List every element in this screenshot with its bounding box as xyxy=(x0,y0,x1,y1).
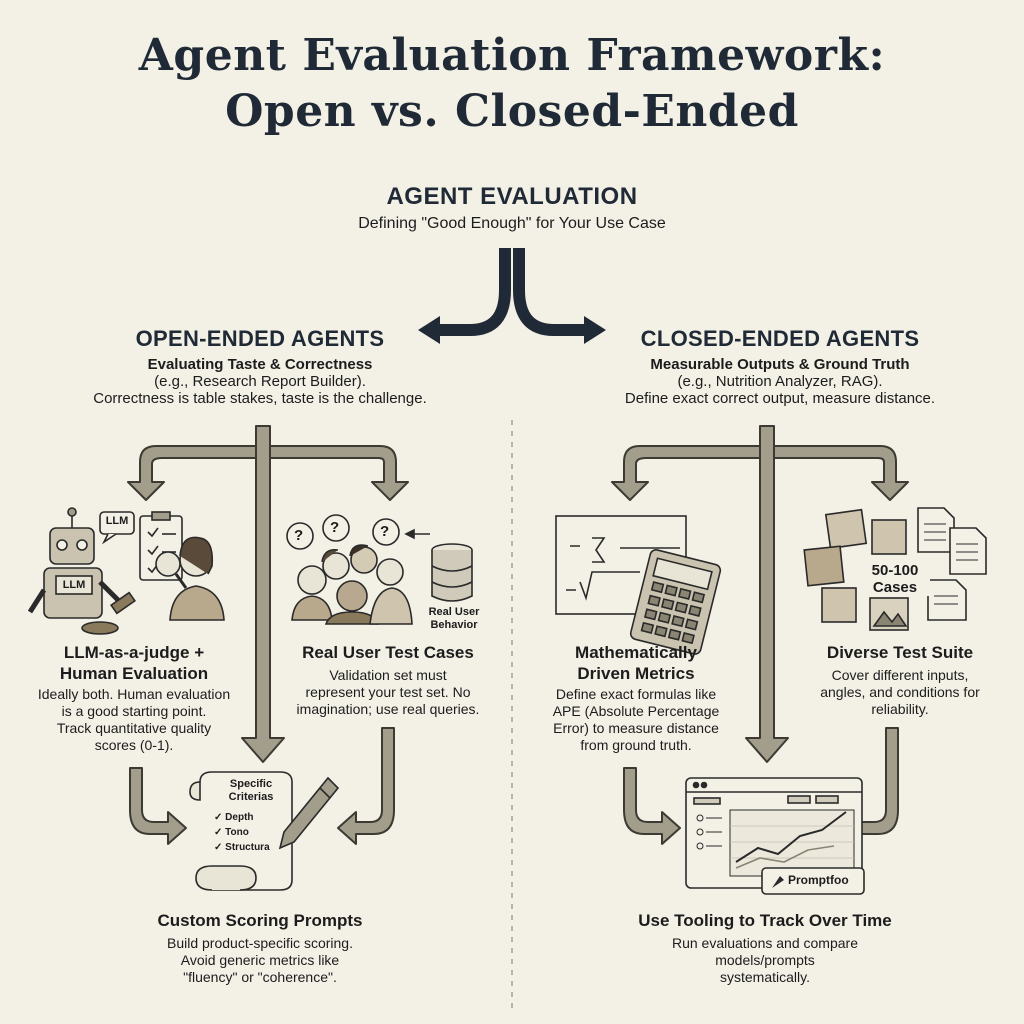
root-subtitle: Defining "Good Enough" for Your Use Case xyxy=(358,215,666,232)
scoring-title: Custom Scoring Prompts xyxy=(157,911,363,930)
llm-judge-title-1: LLM-as-a-judge + xyxy=(63,643,205,662)
math-desc-4: from ground truth. xyxy=(580,737,692,753)
llm-bubble-label: LLM xyxy=(105,515,129,527)
checkmark-icon: ✓ xyxy=(214,842,226,853)
scoring-node: Custom Scoring Prompts Build product-spe… xyxy=(120,910,400,986)
tooling-node: Use Tooling to Track Over Time Run evalu… xyxy=(600,910,930,986)
open-branch-title: OPEN-ENDED AGENTS xyxy=(135,326,385,351)
scoring-desc-1: Build product-specific scoring. xyxy=(167,935,353,951)
math-desc-3: Error) to measure distance xyxy=(553,720,719,736)
database-label-line-1: Real User xyxy=(428,606,480,618)
scroll-heading: Specific Criterias xyxy=(214,778,288,804)
open-branch-header: OPEN-ENDED AGENTS Evaluating Taste & Cor… xyxy=(40,326,480,407)
database-label-line-2: Behavior xyxy=(430,619,478,631)
checkmark-icon: ✓ xyxy=(214,812,226,823)
tooling-desc-1: Run evaluations and compare xyxy=(671,935,858,951)
criteria-scroll-illustration xyxy=(189,771,340,891)
root-split-arrow xyxy=(418,248,606,344)
case-count-label: 50-100 Cases xyxy=(860,562,930,596)
closed-branch-example: (e.g., Nutrition Analyzer, RAG). xyxy=(677,373,883,390)
llm-judge-desc-3: Track quantitative quality xyxy=(56,720,212,736)
checkmark-icon: ✓ xyxy=(214,827,226,838)
math-desc-2: APE (Absolute Percentage xyxy=(552,703,720,719)
root-node: AGENT EVALUATION Defining "Good Enough" … xyxy=(212,183,812,233)
dashboard-window-illustration xyxy=(685,777,863,889)
tooling-desc-3: systematically. xyxy=(720,969,810,985)
math-metrics-node: Mathematically Driven Metrics Define exa… xyxy=(526,642,746,754)
llm-judge-desc-4: scores (0-1). xyxy=(94,737,174,753)
real-user-desc-2: represent your test set. No xyxy=(305,684,471,700)
real-user-title: Real User Test Cases xyxy=(302,643,474,662)
closed-branch-note: Define exact correct output, measure dis… xyxy=(624,390,936,407)
database-label: Real User Behavior xyxy=(422,606,486,632)
question-mark-icon: ? xyxy=(330,519,340,536)
suite-desc-1: Cover different inputs, xyxy=(831,667,969,683)
math-desc-1: Define exact formulas like xyxy=(555,686,717,702)
real-user-node: Real User Test Cases Validation set must… xyxy=(278,642,498,718)
calculator-illustration xyxy=(629,549,722,655)
open-branch-subtitle: Evaluating Taste & Correctness xyxy=(147,356,373,373)
real-user-desc-3: imagination; use real queries. xyxy=(296,701,480,717)
llm-judge-title-2: Human Evaluation xyxy=(59,664,209,683)
llm-judge-node: LLM-as-a-judge + Human Evaluation Ideall… xyxy=(14,642,254,754)
llm-speech-bubble xyxy=(99,511,135,545)
case-count-unit: Cases xyxy=(872,579,918,596)
checklist-item: ✓ Depth xyxy=(214,812,254,823)
math-title-1: Mathematically xyxy=(575,643,697,662)
tooling-desc-2: models/prompts xyxy=(715,952,815,968)
user-crowd-illustration xyxy=(286,514,473,625)
scoring-desc-2: Avoid generic metrics like xyxy=(180,952,340,968)
case-count-number: 50-100 xyxy=(871,562,919,579)
title-line-2: Open vs. Closed-Ended xyxy=(225,86,799,137)
question-mark-icon: ? xyxy=(294,527,304,544)
math-title-2: Driven Metrics xyxy=(577,664,695,683)
robot-judge-illustration xyxy=(27,507,225,635)
suite-desc-3: reliability. xyxy=(871,701,929,717)
closed-branch-arrows xyxy=(611,425,909,845)
open-branch-note: Correctness is table stakes, taste is th… xyxy=(93,390,427,407)
suite-desc-2: angles, and conditions for xyxy=(820,684,980,700)
promptfoo-label: Promptfoo xyxy=(788,873,849,887)
scroll-checklist: ✓ Depth ✓ Tono ✓ Structura xyxy=(214,810,294,855)
suite-title: Diverse Test Suite xyxy=(826,643,974,662)
scroll-heading-line-2: Criterias xyxy=(228,791,274,803)
root-title: AGENT EVALUATION xyxy=(386,183,638,210)
closed-branch-header: CLOSED-ENDED AGENTS Measurable Outputs &… xyxy=(560,326,1000,407)
closed-branch-subtitle: Measurable Outputs & Ground Truth xyxy=(650,356,910,373)
question-mark-icon: ? xyxy=(380,523,390,540)
open-branch-arrows xyxy=(127,425,409,845)
robot-screen-label: LLM xyxy=(62,579,86,591)
llm-judge-desc-2: is a good starting point. xyxy=(61,703,207,719)
page-title: Agent Evaluation Framework: Open vs. Clo… xyxy=(0,28,1024,140)
title-line-1: Agent Evaluation Framework: xyxy=(138,30,886,81)
tooling-title: Use Tooling to Track Over Time xyxy=(638,911,892,930)
checklist-item: ✓ Structura xyxy=(214,842,270,853)
checklist-item: ✓ Tono xyxy=(214,827,249,838)
test-suite-node: Diverse Test Suite Cover different input… xyxy=(790,642,1010,718)
llm-judge-desc-1: Ideally both. Human evaluation xyxy=(37,686,231,702)
test-suite-collage xyxy=(803,507,987,631)
scoring-desc-3: "fluency" or "coherence". xyxy=(183,969,337,985)
closed-branch-title: CLOSED-ENDED AGENTS xyxy=(640,326,920,351)
promptfoo-tag xyxy=(761,867,865,895)
open-branch-example: (e.g., Research Report Builder). xyxy=(154,373,366,390)
scroll-heading-line-1: Specific xyxy=(229,778,273,790)
real-user-desc-1: Validation set must xyxy=(329,667,447,683)
